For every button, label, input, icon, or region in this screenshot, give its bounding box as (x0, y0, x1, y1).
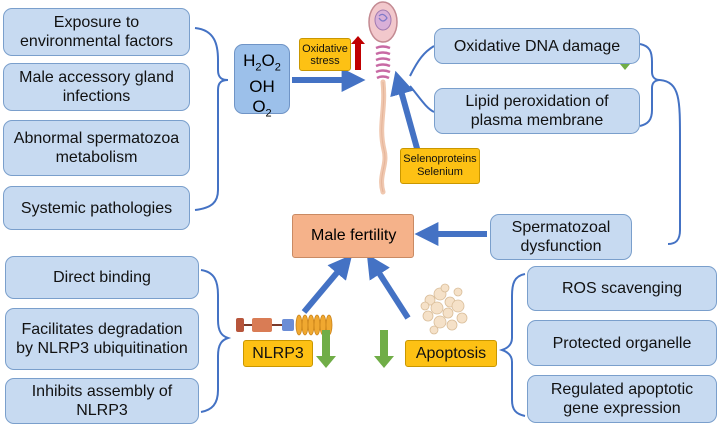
protected-organelle-label: Protected organelle (552, 334, 692, 352)
male-fertility-label: Male fertility (311, 227, 397, 244)
cause-environmental-box: Exposure to environmental factors (3, 8, 190, 56)
brace-to-spermatozoal-connector (659, 79, 681, 245)
nlrp3-label: NLRP3 (252, 344, 304, 362)
cause-environmental-label: Exposure to environmental factors (20, 14, 173, 50)
oxidative-stress-label: Oxidative stress (302, 42, 348, 67)
selenoproteins-label: Selenoproteins (403, 153, 477, 165)
apoptosis-to-fertility-arrow (366, 253, 411, 320)
cause-systemic-pathologies-box: Systemic pathologies (3, 186, 190, 230)
degradation-label: Facilitates degradation by NLRP3 ubiquit… (16, 321, 188, 357)
gene-expression-box: Regulated apoptotic gene expression (527, 375, 717, 423)
lipid-peroxidation-box: Lipid peroxidation of plasma membrane (434, 88, 640, 134)
nlrp3-protein-illustration (236, 314, 333, 336)
ros-scavenging-label: ROS scavenging (561, 280, 683, 297)
cause-abnormal-metabolism-label: Abnormal spermatozoa metabolism (13, 130, 180, 166)
cause-abnormal-metabolism-box: Abnormal spermatozoa metabolism (3, 120, 190, 176)
ros-o2: O2 (252, 97, 272, 120)
ros-h2o2: H2O2 (243, 51, 281, 74)
cause-gland-infection-label: Male accessory gland infections (19, 69, 174, 105)
degradation-box: Facilitates degradation by NLRP3 ubiquit… (5, 308, 199, 370)
nlrp3-effects-brace (200, 269, 232, 413)
spermatozoal-dysfunction-label: Spermatozoal dysfunction (511, 219, 611, 255)
direct-binding-label: Direct binding (53, 269, 151, 286)
ros-species-box: H2O2 OH O2 (234, 44, 290, 120)
apoptosis-green-arrow (374, 330, 394, 368)
nlrp3-green-arrow (316, 330, 336, 368)
dna-damage-label: Oxidative DNA damage (453, 37, 621, 55)
cause-gland-infection-box: Male accessory gland infections (3, 63, 190, 111)
male-fertility-box: Male fertility (292, 214, 414, 258)
direct-binding-box: Direct binding (5, 256, 199, 299)
right-effects-brace (639, 43, 661, 127)
selenium-label: Selenium (417, 166, 463, 178)
oxidative-stress-up-arrow (351, 36, 365, 70)
dna-damage-box: Oxidative DNA damage (434, 28, 640, 64)
protected-organelle-box: Protected organelle (527, 320, 717, 366)
oxidative-stress-label-box: Oxidative stress (299, 38, 351, 71)
cause-systemic-pathologies-label: Systemic pathologies (20, 199, 173, 217)
nlrp3-label-box: NLRP3 (243, 340, 313, 367)
inhibits-assembly-label: Inhibits assembly of NLRP3 (31, 383, 173, 419)
selenium-to-sperm-arrow (390, 70, 421, 153)
lipid-peroxidation-label: Lipid peroxidation of plasma membrane (465, 93, 609, 129)
apoptotic-cells-illustration (420, 283, 468, 335)
sperm-to-lipid-connector (409, 85, 435, 113)
ros-scavenging-box: ROS scavenging (527, 266, 717, 311)
sperm-illustration (368, 1, 398, 195)
apoptosis-label: Apoptosis (415, 344, 487, 362)
spermatozoal-dysfunction-box: Spermatozoal dysfunction (490, 214, 632, 260)
inhibits-assembly-box: Inhibits assembly of NLRP3 (5, 378, 199, 424)
selenium-label-box: Selenoproteins Selenium (400, 148, 480, 184)
gene-expression-label: Regulated apoptotic gene expression (550, 381, 694, 417)
nlrp3-to-fertility-arrow (301, 254, 353, 314)
apoptosis-effects-brace (498, 273, 526, 417)
left-causes-brace (194, 27, 229, 211)
apoptosis-label-box: Apoptosis (405, 340, 497, 367)
sperm-to-dna-connector (409, 45, 435, 77)
ros-oh: OH (249, 77, 275, 97)
